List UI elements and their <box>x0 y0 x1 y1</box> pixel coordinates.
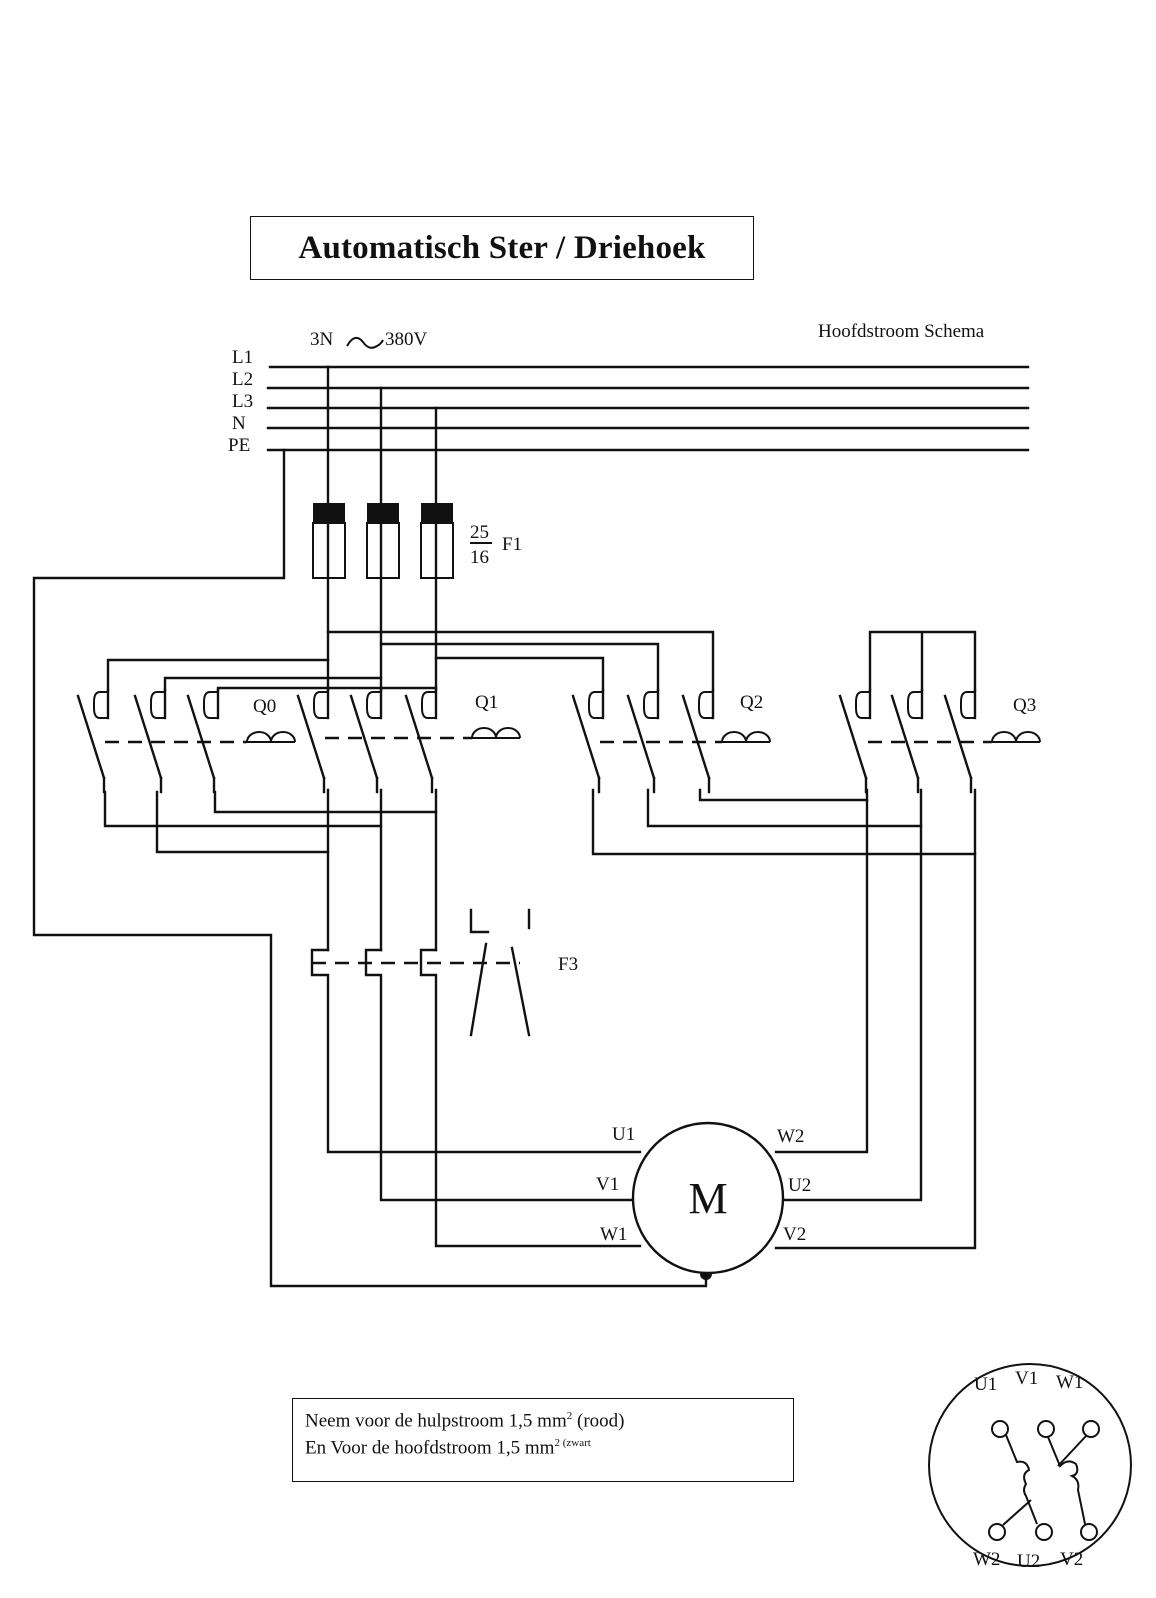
tb-label-u2: U2 <box>1017 1551 1040 1572</box>
overload-heaters <box>310 948 642 1248</box>
motor-terminal-w1: W1 <box>600 1224 627 1245</box>
contactor-label-q3: Q3 <box>1013 695 1036 716</box>
terminal-box <box>928 1363 1132 1567</box>
overload-label: F3 <box>558 954 578 975</box>
contactor-label-q0: Q0 <box>253 696 276 717</box>
fuse-f1 <box>312 503 454 579</box>
terminal-box-windings <box>988 1420 1100 1541</box>
motor-terminal-u1: U1 <box>612 1124 635 1145</box>
q3-moving-blade <box>890 694 920 780</box>
feed-q2-l1 <box>326 630 715 692</box>
pe-wire <box>32 448 708 1288</box>
note-line-1: Neem voor de hulpstroom 1,5 mm2 (rood) <box>305 1410 625 1432</box>
q2-moving-blade <box>571 694 601 780</box>
q3-fixed-contact <box>855 691 870 719</box>
q1-coil-icon <box>471 727 521 739</box>
f3-auxiliary-contact <box>469 908 531 1037</box>
bus-label-l2: L2 <box>232 369 253 390</box>
q2-moving-blade <box>626 694 656 780</box>
q0-out-3 <box>213 790 438 814</box>
bus-label-pe: PE <box>228 435 250 456</box>
q2-coil-icon <box>721 731 771 743</box>
q1-moving-blade <box>296 694 326 780</box>
q1-fixed-contact <box>421 691 436 719</box>
contactor-label-q2: Q2 <box>740 692 763 713</box>
fuse-label: F1 <box>502 534 522 555</box>
feed-q2-l2 <box>379 642 660 692</box>
tb-label-w2: W2 <box>973 1549 1000 1570</box>
wire-u2 <box>781 788 923 1202</box>
q0-fixed-contact <box>150 691 165 719</box>
q3-moving-blade <box>838 694 868 780</box>
bus-label-l3: L3 <box>232 391 253 412</box>
wire-w2 <box>774 788 869 1154</box>
q3-fixed-contact <box>907 691 922 719</box>
motor-terminal-v2: V2 <box>783 1224 806 1245</box>
tb-label-v1: V1 <box>1015 1368 1038 1389</box>
q0-fixed-contact <box>93 691 108 719</box>
q2-fixed-contact <box>643 691 658 719</box>
q2-out-3 <box>698 788 869 802</box>
tb-label-u1: U1 <box>974 1374 997 1395</box>
schema-subtitle: Hoofdstroom Schema <box>818 321 985 342</box>
q0-out-1 <box>103 790 383 828</box>
q2-fixed-contact <box>588 691 603 719</box>
supply-voltage: 380V <box>385 329 428 350</box>
q0-out-2 <box>155 790 330 854</box>
bus-label-n: N <box>232 413 246 434</box>
q3-coil-icon <box>991 731 1041 743</box>
tb-label-v2: V2 <box>1060 1549 1083 1570</box>
contactor-label-q1: Q1 <box>475 692 498 713</box>
feed-q2-l3 <box>434 656 605 692</box>
q2-fixed-contact <box>698 691 713 719</box>
feed-q0-l2 <box>163 676 383 692</box>
q2-out-1 <box>591 788 977 856</box>
motor-symbol <box>631 1121 785 1275</box>
q3-fixed-contact <box>960 691 975 719</box>
q3-star-bridge <box>868 630 977 692</box>
q0-moving-blade <box>133 694 163 780</box>
q3-moving-blade <box>943 694 973 780</box>
contactor-contacts <box>76 688 1041 794</box>
motor-terminal-w2: W2 <box>777 1126 804 1147</box>
q1-fixed-contact <box>313 691 328 719</box>
note-line-2: En Voor de hoofdstroom 1,5 mm2 (zwart <box>305 1437 591 1459</box>
ac-wave-icon <box>346 336 384 349</box>
fuse-rating-bottom: 16 <box>470 547 489 568</box>
motor-terminal-v1: V1 <box>596 1174 619 1195</box>
wire-v2 <box>774 788 977 1250</box>
q0-moving-blade <box>186 694 216 780</box>
motor-letter: M <box>688 1174 727 1223</box>
q0-fixed-contact <box>203 691 218 719</box>
q2-moving-blade <box>681 694 711 780</box>
q2-out-2 <box>646 788 923 828</box>
bus-label-l1: L1 <box>232 347 253 368</box>
diagram-title: Automatisch Ster / Driehoek <box>298 229 706 266</box>
fuse-rating-top: 25 <box>470 522 489 543</box>
feed-q0-l1 <box>106 658 330 692</box>
wire-gauge-note: Neem voor de hulpstroom 1,5 mm2 (rood) E… <box>292 1398 794 1482</box>
q0-coil-icon <box>246 731 296 743</box>
motor-terminal-u2: U2 <box>788 1175 811 1196</box>
q0-moving-blade <box>76 694 106 780</box>
tb-label-w1: W1 <box>1056 1372 1083 1393</box>
supply-prefix: 3N <box>310 329 334 350</box>
title-box: Automatisch Ster / Driehoek <box>250 216 754 280</box>
q1-moving-blade <box>349 694 379 780</box>
q1-fixed-contact <box>366 691 381 719</box>
